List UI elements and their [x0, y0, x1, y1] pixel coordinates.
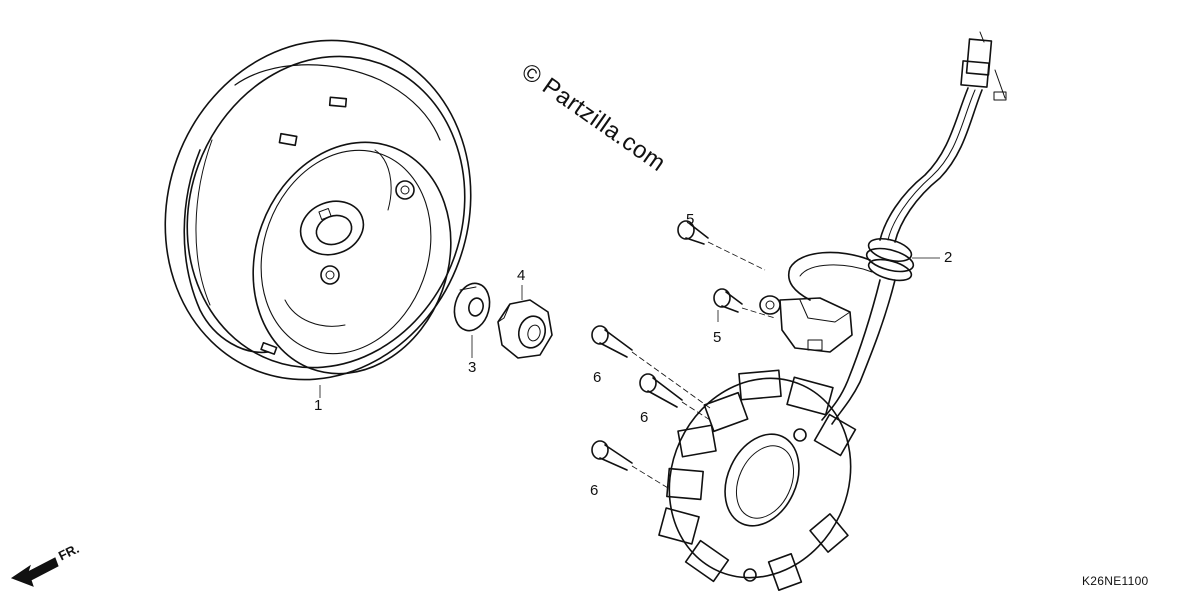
bolt-6c-part: [591, 440, 633, 471]
callout-flywheel: 1: [314, 397, 323, 414]
callout-pulse-generator: 2: [944, 249, 953, 266]
callout-bolt-5-upper: 5: [686, 211, 695, 228]
callout-bolt-5-lower: 5: [713, 329, 722, 346]
callout-bolt-6c: 6: [590, 482, 599, 499]
callout-washer: 3: [468, 359, 477, 376]
callout-bolt-6a: 6: [593, 369, 602, 386]
bolt-6b-part: [639, 373, 683, 408]
bolt-5-lower-part: [713, 288, 743, 313]
callout-nut: 4: [517, 267, 526, 284]
bolt-6a-part: [591, 325, 633, 358]
washer-part: [453, 282, 491, 332]
callout-bolt-6b: 6: [640, 409, 649, 426]
front-arrow-icon: [10, 557, 59, 587]
flywheel-part: [164, 39, 472, 381]
stator-part: [658, 369, 857, 591]
nut-part: [497, 299, 553, 359]
pulse-generator-part: [759, 31, 1007, 425]
diagram-code: K26NE1100: [1082, 574, 1149, 588]
bolt-5-upper-part: [677, 220, 709, 245]
leader-lines: [319, 241, 940, 489]
